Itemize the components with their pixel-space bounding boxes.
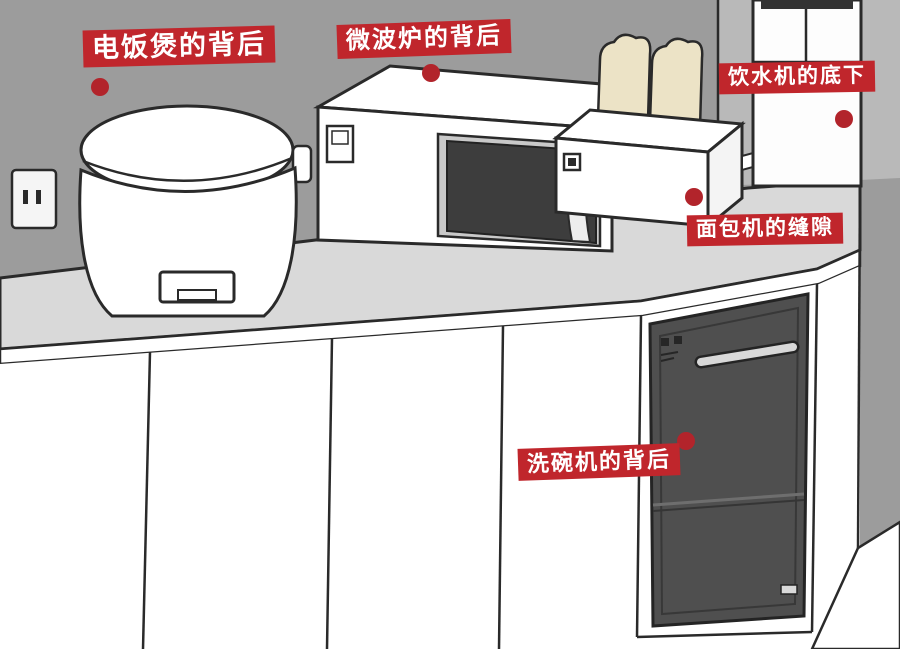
dishwasher-controls bbox=[660, 336, 682, 362]
label-microwave: 微波炉的背后 bbox=[336, 18, 512, 59]
floor bbox=[810, 520, 900, 649]
rice-cooker-body bbox=[78, 165, 298, 318]
lower-cabinets bbox=[0, 179, 862, 649]
label-toaster: 面包机的缝隙 bbox=[686, 212, 844, 247]
toaster-lever bbox=[741, 151, 754, 172]
bread-slice-right bbox=[648, 37, 704, 130]
toaster bbox=[552, 33, 754, 230]
rice-cooker-hinge bbox=[291, 144, 313, 184]
marker-rice-cooker bbox=[91, 78, 109, 96]
marker-water-dispenser bbox=[835, 110, 853, 128]
label-rice-cooker: 电饭煲的背后 bbox=[82, 25, 276, 68]
toaster-dial bbox=[562, 152, 582, 172]
microwave-control-panel bbox=[325, 124, 355, 164]
dishwasher bbox=[648, 292, 810, 628]
label-dishwasher: 洗碗机的背后 bbox=[517, 443, 681, 481]
label-water-dispenser: 饮水机的底下 bbox=[718, 60, 876, 95]
wall-outlet bbox=[10, 168, 58, 230]
dishwasher-towel-bar bbox=[694, 340, 800, 369]
bread-slice-left bbox=[596, 33, 652, 122]
rice-cooker bbox=[78, 104, 313, 318]
rice-cooker-latch bbox=[158, 270, 236, 304]
marker-toaster bbox=[685, 188, 703, 206]
marker-microwave bbox=[422, 64, 440, 82]
marker-dishwasher bbox=[677, 432, 695, 450]
dishwasher-latch bbox=[780, 584, 798, 595]
